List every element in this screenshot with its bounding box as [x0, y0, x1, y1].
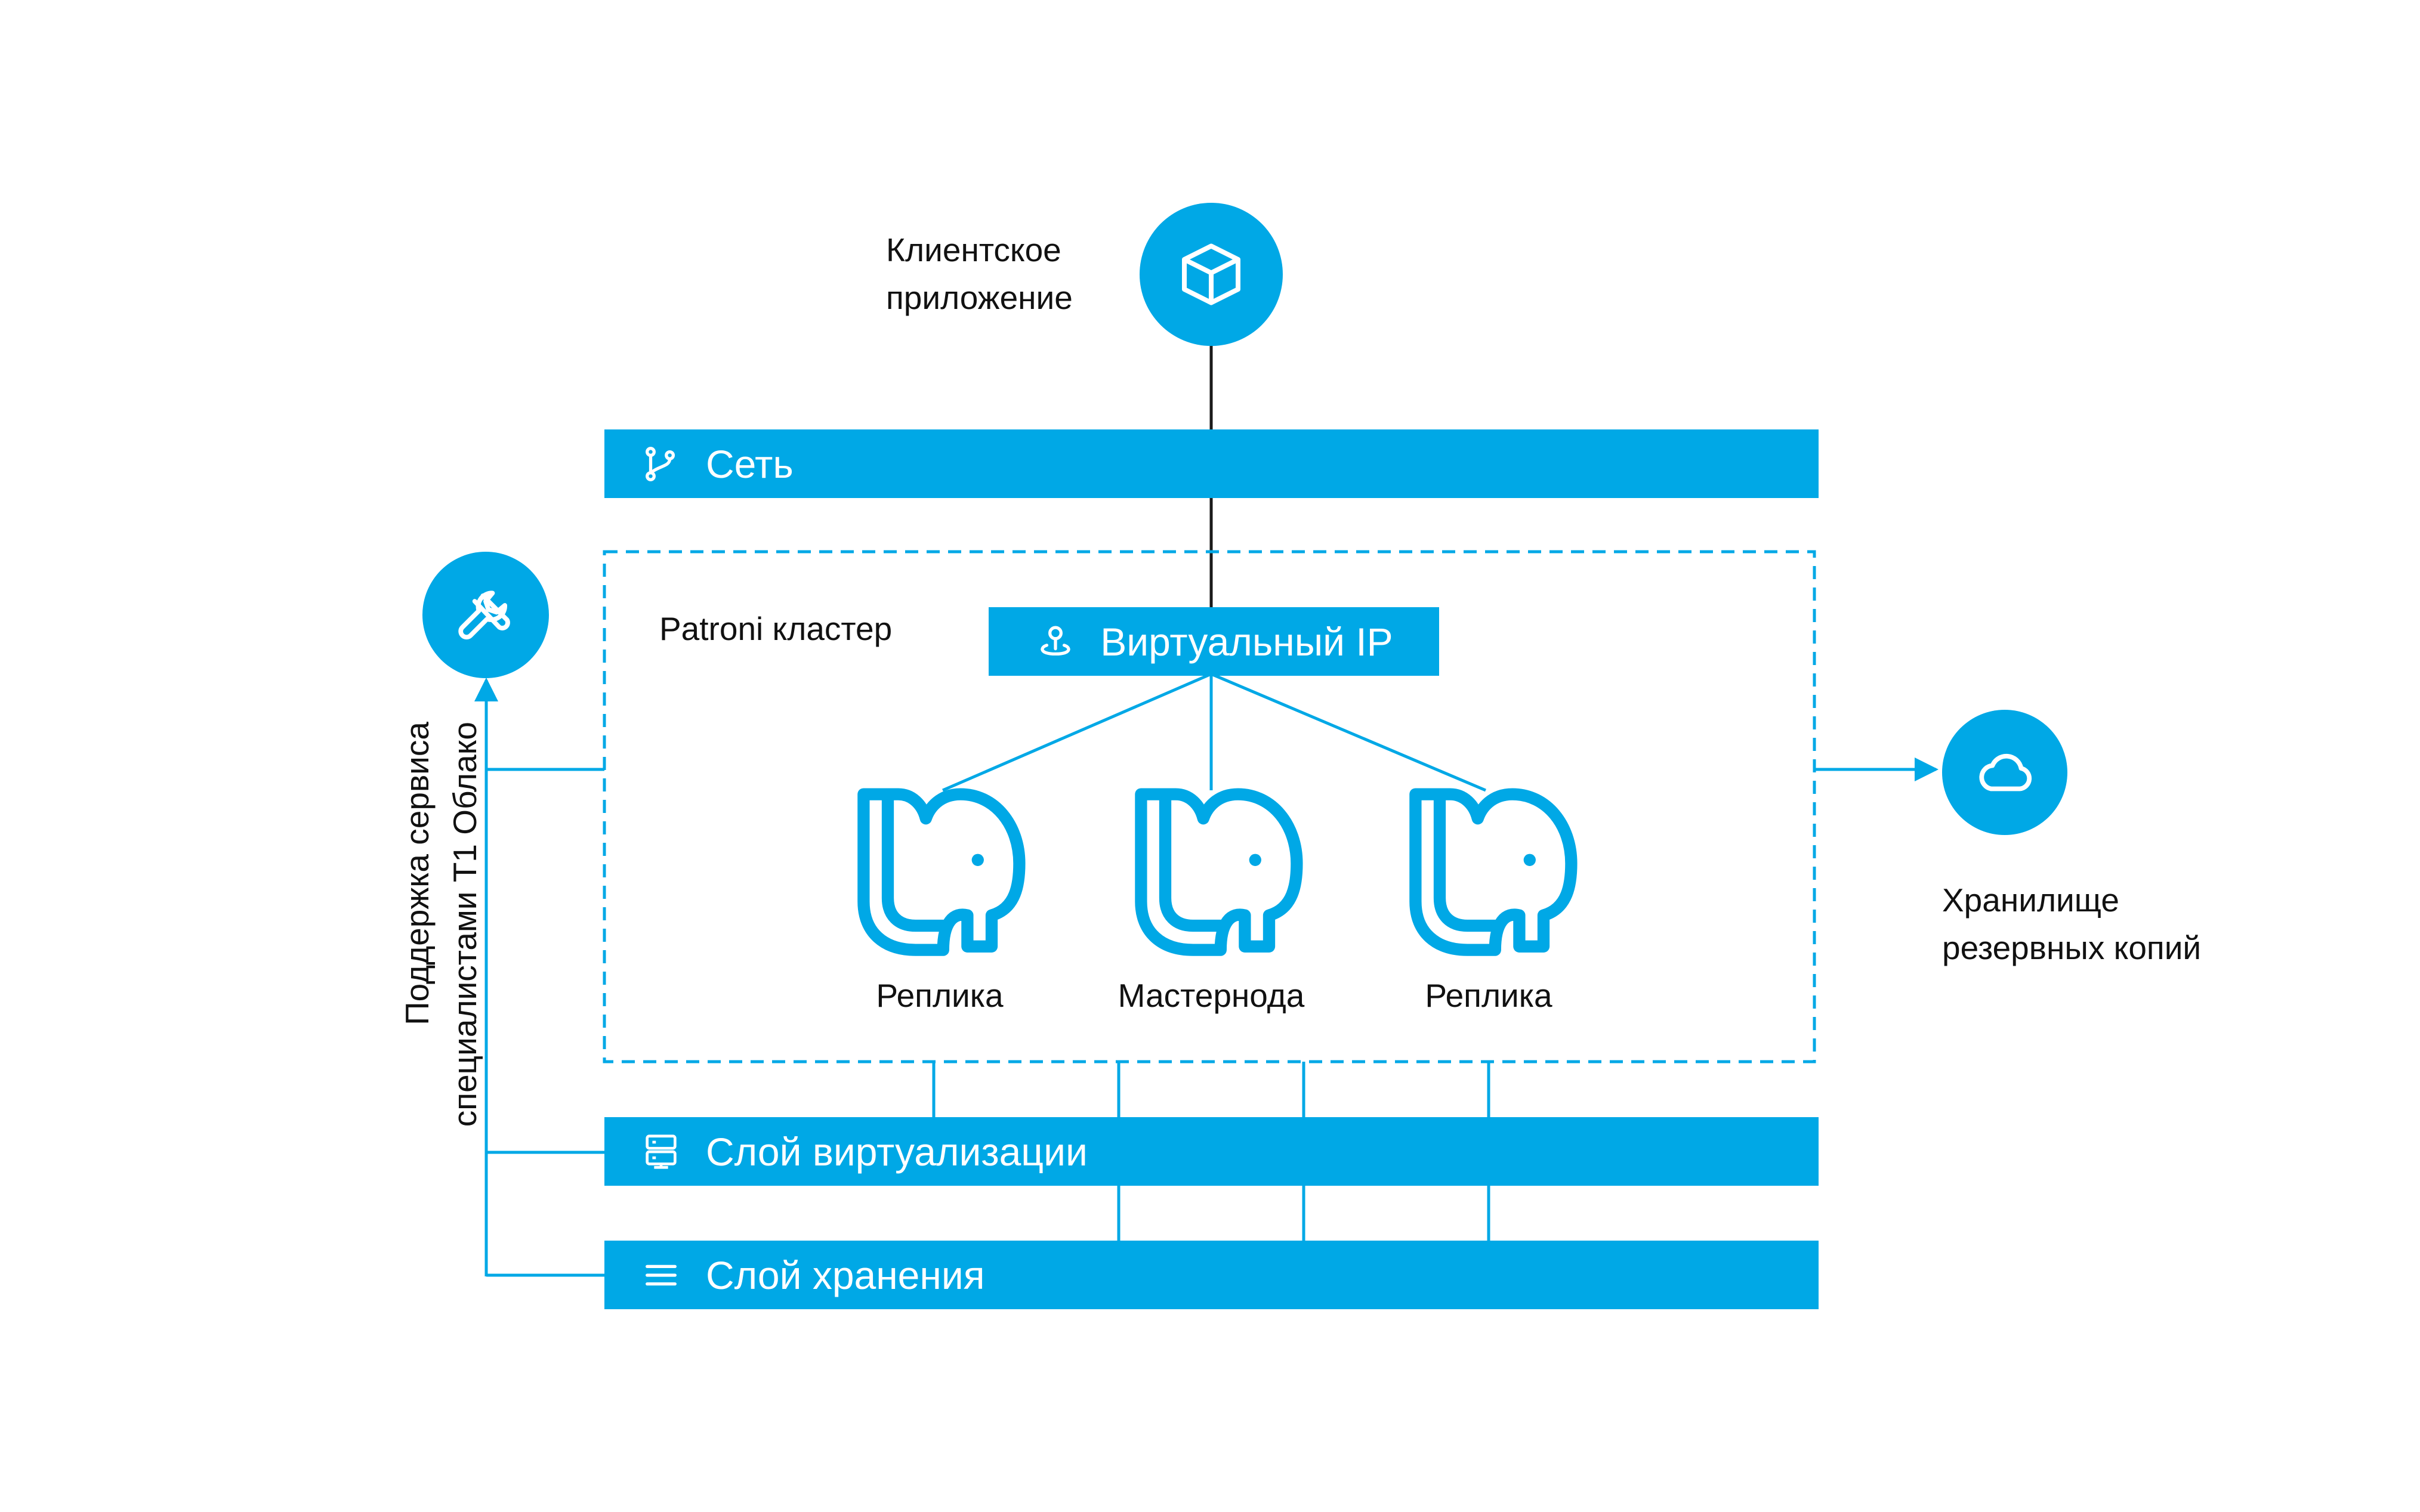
client-app-node	[1140, 203, 1283, 346]
support-label: Поддержка сервиса специалистами Т1 Облак…	[394, 722, 489, 1247]
client-app-label: Клиентское приложение	[886, 227, 1073, 322]
support-label-line2: специалистами Т1 Облако	[446, 722, 483, 1127]
postgres-elephant-icon	[857, 788, 1026, 956]
menu-lines-icon	[646, 1264, 677, 1285]
virtualization-layer-label: Слой виртуализации	[706, 1129, 1088, 1174]
postgres-elephant-icon	[1135, 788, 1303, 956]
client-app-label-line1: Клиентское	[886, 231, 1061, 268]
network-bar: Сеть	[604, 429, 1819, 498]
virtualization-layer-bar: Слой виртуализации	[604, 1117, 1819, 1186]
cluster-frame	[603, 550, 1816, 1063]
backup-label-line1: Хранилище	[1942, 882, 2119, 919]
node-label-master: Мастернода	[1118, 977, 1305, 1014]
support-label-line1: Поддержка сервиса	[399, 722, 436, 1025]
storage-layer-bar: Слой хранения	[604, 1241, 1819, 1309]
map-pin-icon	[1041, 625, 1070, 655]
vip-to-replica-right-line	[1211, 672, 1486, 792]
server-icon	[646, 1134, 677, 1169]
cube-icon	[1182, 243, 1240, 305]
postgres-elephant-icon	[1409, 788, 1578, 956]
virtual-ip-label: Виртуальный IP	[1100, 619, 1393, 664]
cluster-label: Patroni кластер	[659, 610, 893, 647]
virtual-ip-box: Виртуальный IP	[989, 607, 1439, 676]
backup-label: Хранилище резервных копий	[1942, 877, 2201, 972]
network-label: Сеть	[706, 441, 794, 486]
backup-node	[1942, 710, 2067, 835]
cloud-icon	[1979, 753, 2032, 791]
support-node	[422, 552, 549, 678]
backup-label-line2: резервных копий	[1942, 929, 2202, 966]
client-app-label-line2: приложение	[886, 279, 1073, 316]
git-branch-icon	[646, 446, 675, 481]
wrench-icon	[458, 590, 510, 640]
vip-to-replica-left-line	[942, 672, 1212, 792]
node-label-replica-right: Реплика	[1425, 977, 1552, 1014]
storage-layer-label: Слой хранения	[706, 1253, 985, 1297]
node-label-replica-left: Реплика	[876, 977, 1004, 1014]
